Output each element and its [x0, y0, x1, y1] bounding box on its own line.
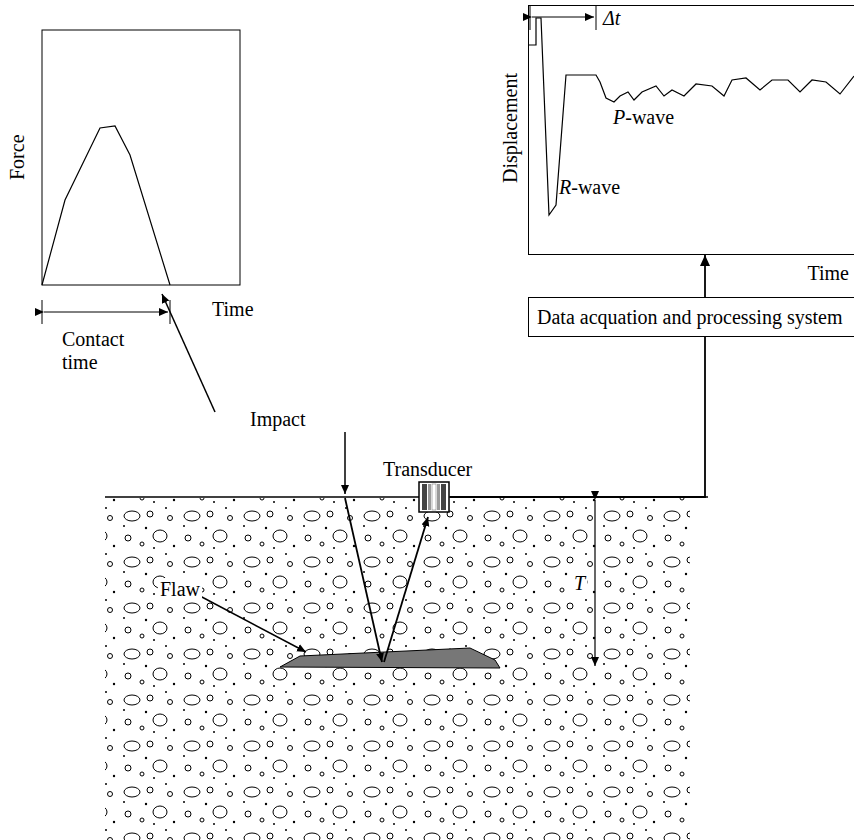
- wave-ray: [345, 498, 382, 662]
- axis-label: Time: [212, 298, 254, 321]
- flaw-shape: [280, 648, 500, 668]
- wave-ray: [384, 517, 428, 662]
- wave-label: P-wave: [613, 106, 674, 129]
- impact-label: Impact: [250, 408, 306, 431]
- concrete-texture: [105, 498, 690, 840]
- box-text: Data acquation and processing system: [537, 304, 846, 330]
- transducer-label: Transducer: [383, 458, 475, 481]
- transducer: Transducer: [383, 458, 475, 513]
- force-chart-frame: [42, 30, 240, 285]
- connector: [704, 255, 706, 297]
- axis-label: Force: [6, 134, 29, 180]
- connector: [450, 337, 705, 497]
- leader-arrow: [200, 596, 306, 652]
- contact-time-bracket: [44, 312, 168, 313]
- impact-arrow: [344, 432, 346, 494]
- flaw-label: Flaw: [158, 578, 202, 601]
- force-curve: [42, 126, 170, 285]
- delta-t-label: Δt: [603, 7, 620, 30]
- chart-frame: ΔtP-waveR-wave: [528, 5, 854, 255]
- wave-label: R-wave: [559, 176, 620, 199]
- displacement-signal: [528, 18, 854, 215]
- delta-t-bracket: [532, 17, 594, 18]
- axis-label: Time: [807, 262, 849, 285]
- dimension-label: Contact time: [62, 328, 142, 374]
- leader-arrow: [162, 294, 215, 412]
- axis-label: Displacement: [499, 73, 522, 183]
- thickness-dimension: [594, 500, 595, 666]
- dimension-label: T: [572, 572, 587, 595]
- process-box: Data acquation and processing system: [528, 297, 854, 337]
- transducer-symbol: [418, 481, 450, 513]
